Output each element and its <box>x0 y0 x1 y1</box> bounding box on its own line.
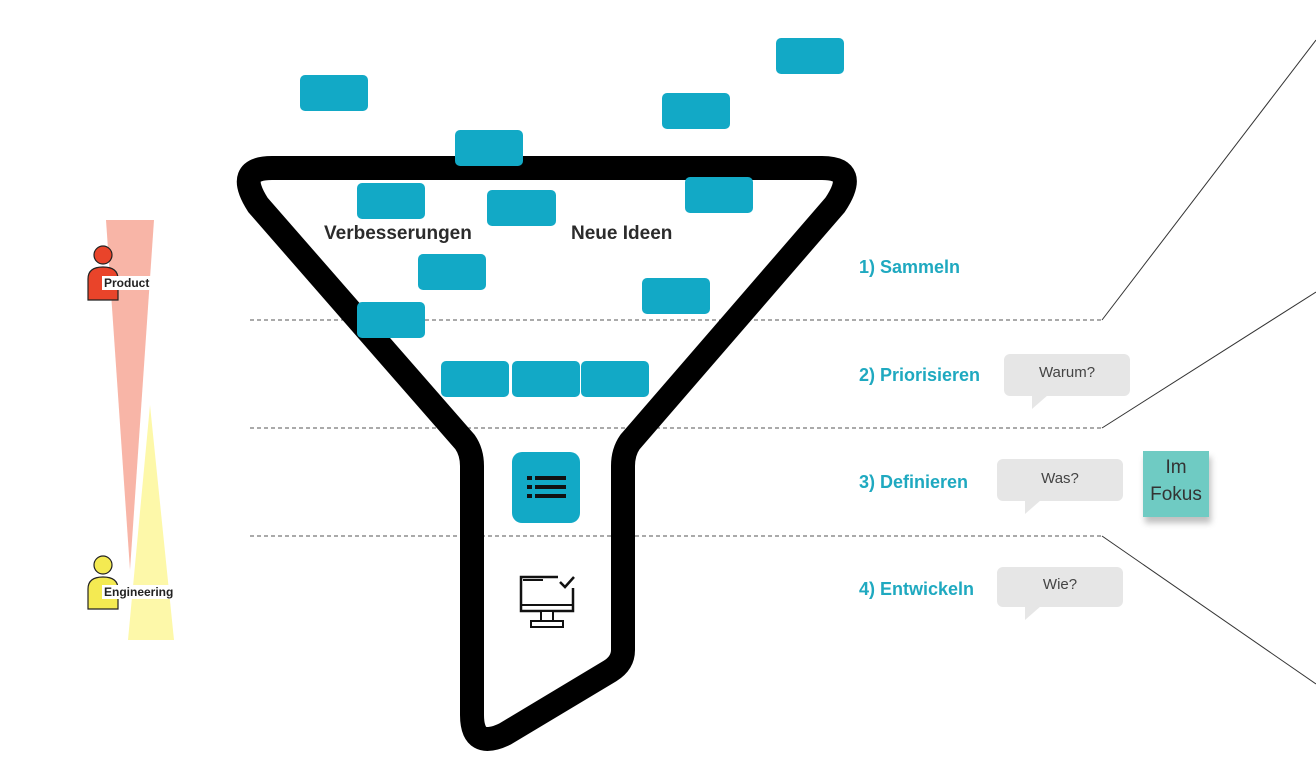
idea-card[interactable] <box>418 254 486 290</box>
label-new-ideas: Neue Ideen <box>571 223 673 244</box>
prioritized-card[interactable] <box>581 361 649 397</box>
monitor-check-icon <box>518 574 578 632</box>
question-what: Was? <box>1041 470 1079 487</box>
product-wedge <box>106 220 154 570</box>
diagonal-line-2 <box>1101 291 1316 429</box>
idea-card[interactable] <box>642 278 710 314</box>
step-define: 3) Definieren <box>859 472 969 492</box>
prioritized-card[interactable] <box>512 361 580 397</box>
question-why: Warum? <box>1038 364 1096 381</box>
idea-card[interactable] <box>776 38 844 74</box>
question-bubble-why: Warum? <box>1004 354 1130 409</box>
person-icon <box>86 555 124 611</box>
diagonal-line-3 <box>1101 535 1316 685</box>
diagonal-line-1 <box>1101 39 1316 321</box>
sticky-note-text: Im Fokus <box>1150 457 1202 505</box>
question-bubble-what: Was? <box>997 459 1123 514</box>
person-icon <box>86 245 124 301</box>
funnel-outline <box>236 156 857 751</box>
prioritized-card[interactable] <box>441 361 509 397</box>
question-how: Wie? <box>1042 576 1078 593</box>
idea-card[interactable] <box>685 177 753 213</box>
step-develop: 4) Entwickeln <box>859 579 975 599</box>
sticky-note-focus[interactable]: Im Fokus <box>1143 451 1209 517</box>
step-prioritize: 2) Priorisieren <box>859 365 981 385</box>
role-engineering: Engineering <box>102 585 176 599</box>
label-improvements: Verbesserungen <box>324 223 472 244</box>
engineering-wedge <box>128 405 174 640</box>
idea-card[interactable] <box>300 75 368 111</box>
list-icon <box>512 452 580 523</box>
step-collect: 1) Sammeln <box>859 257 961 277</box>
idea-card[interactable] <box>662 93 730 129</box>
role-product: Product <box>102 276 152 290</box>
idea-card[interactable] <box>357 302 425 338</box>
idea-card[interactable] <box>487 190 556 226</box>
idea-card[interactable] <box>455 130 523 166</box>
question-bubble-how: Wie? <box>997 567 1123 620</box>
idea-card[interactable] <box>357 183 425 219</box>
